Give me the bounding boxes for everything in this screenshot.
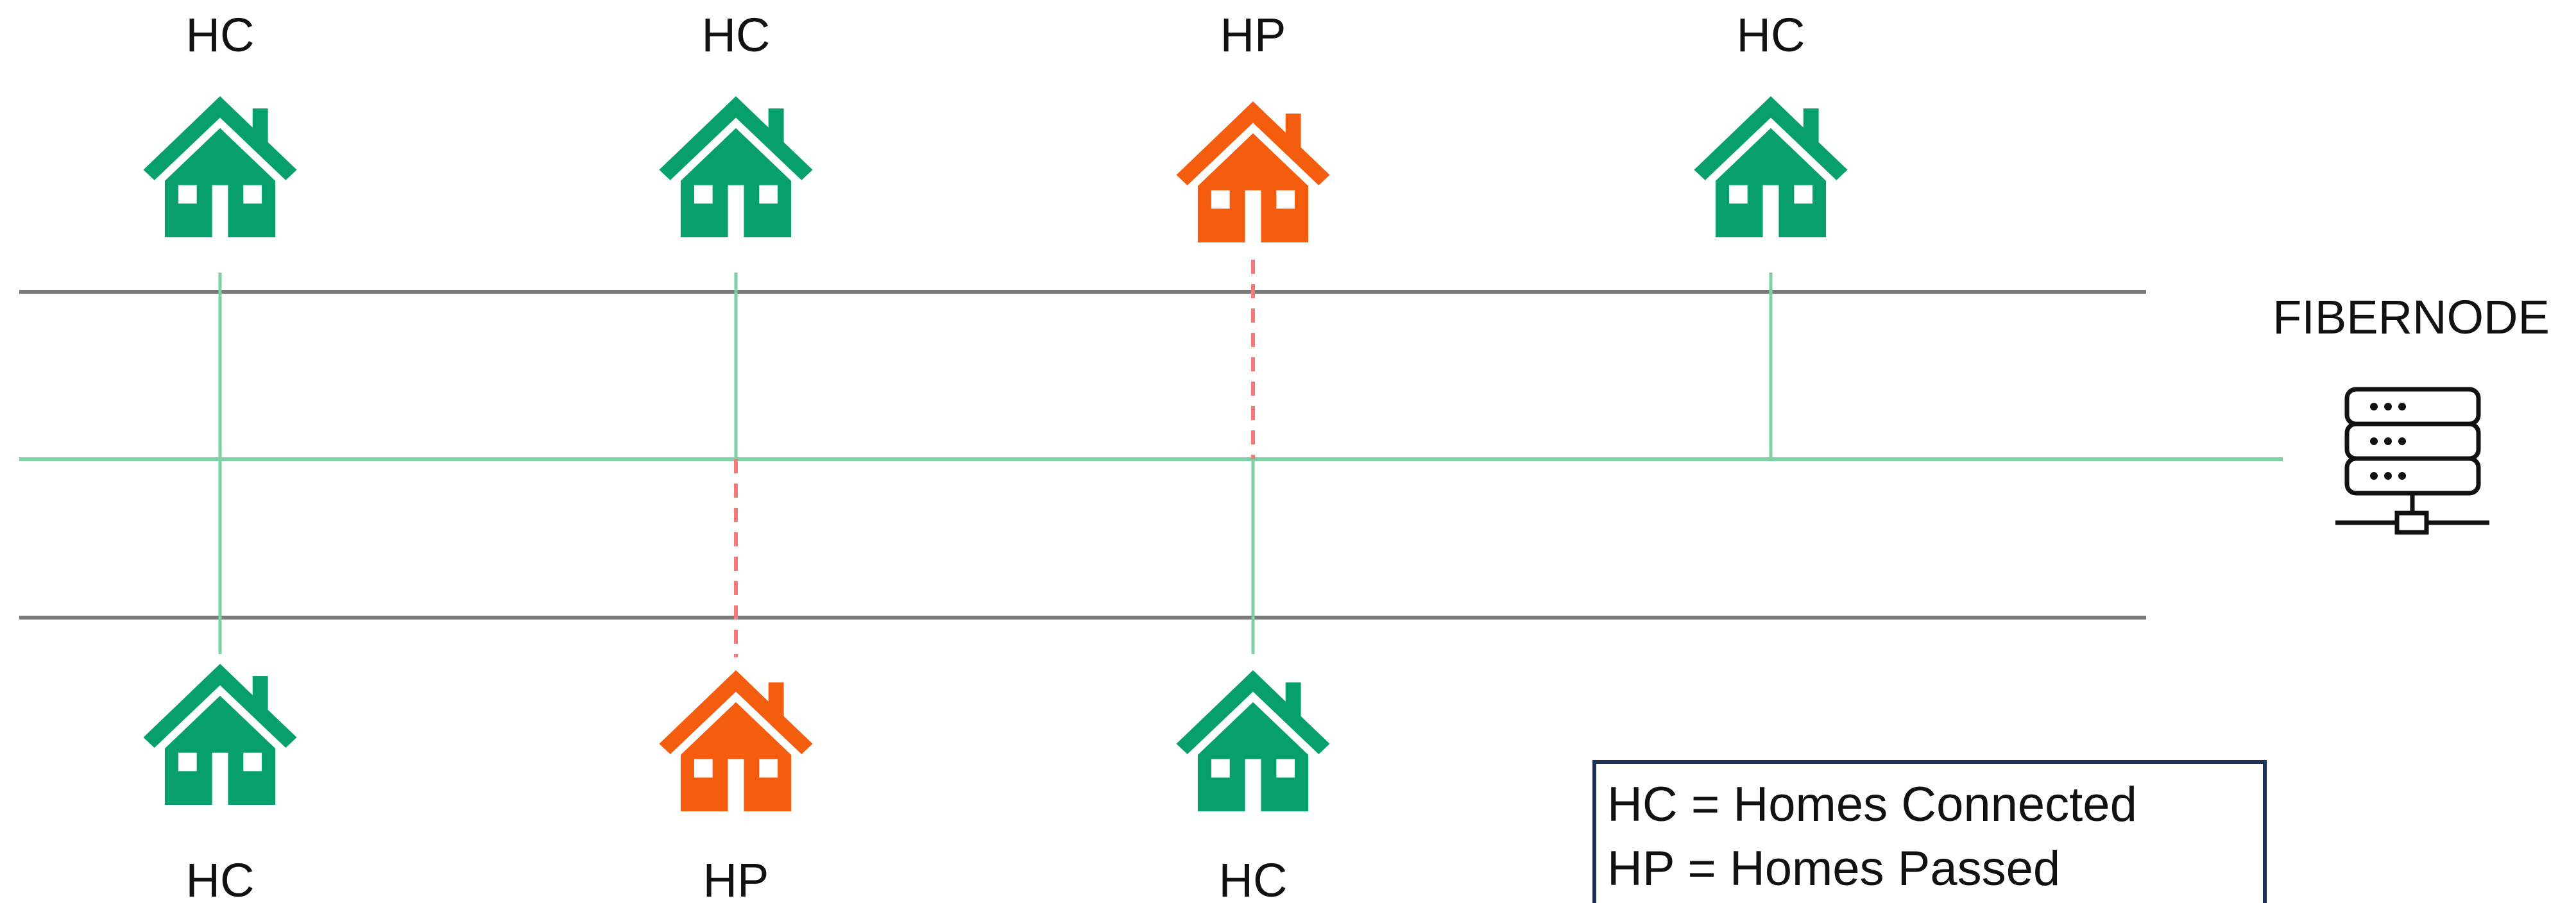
house-icon [1176, 101, 1330, 242]
house-icon [143, 96, 297, 237]
house-icon [143, 664, 297, 805]
house-icon [659, 96, 813, 237]
house-top-4-label: HC [1737, 8, 1805, 62]
house-bottom-3-label: HC [1219, 854, 1288, 903]
house-top-1: HC [143, 8, 297, 237]
house-bottom-3: HC [1176, 670, 1330, 903]
legend-line-connected: HC = Homes Connected [1607, 777, 2137, 832]
server-status-dots [2370, 403, 2406, 480]
house-top-4: HC [1694, 8, 1848, 237]
house-bottom-2: HP [659, 670, 813, 903]
legend-box: HC = Homes Connected HP = Homes Passed [1592, 760, 2267, 903]
house-icon [1694, 96, 1848, 237]
legend-line-passed: HP = Homes Passed [1607, 841, 2060, 896]
server-icon [2335, 387, 2489, 535]
house-icon [659, 670, 813, 811]
house-icon [1176, 670, 1330, 811]
house-bottom-1-label: HC [186, 854, 255, 903]
house-top-3-label: HP [1220, 8, 1286, 62]
house-bottom-2-label: HP [703, 854, 769, 903]
fibernode-label: FIBERNODE [2273, 291, 2550, 344]
house-top-2: HC [659, 8, 813, 237]
house-top-2-label: HC [702, 8, 771, 62]
fibernode: FIBERNODE [2273, 291, 2550, 535]
house-top-1-label: HC [186, 8, 255, 62]
house-top-3: HP [1176, 8, 1330, 242]
house-bottom-1: HC [143, 664, 297, 903]
